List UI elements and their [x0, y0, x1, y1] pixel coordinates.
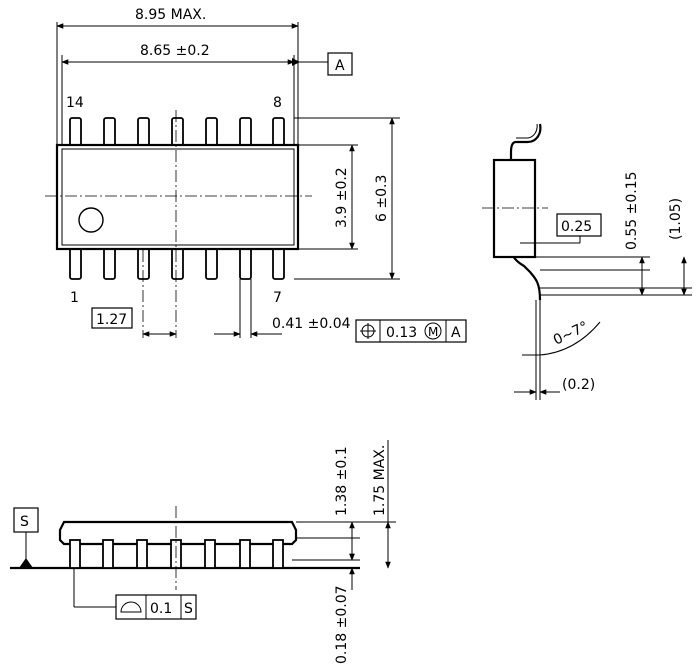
overall-length-label: 8.95 MAX. [135, 7, 206, 23]
body-length-label: 8.65 ±0.2 [140, 43, 210, 59]
position-tolerance-frame: 0.13 M A [355, 319, 467, 343]
max-material-condition-icon [424, 322, 442, 340]
max-height-label: 1.75 MAX. [372, 445, 388, 516]
body-width-label: 3.9 ±0.2 [334, 167, 350, 228]
flatness-tolerance-frame: 0.1 S [115, 594, 197, 620]
angle-label: 0~7° [551, 319, 591, 349]
lead-thickness-label: 0.25 [561, 219, 592, 235]
pin-1-label: 1 [70, 290, 79, 306]
pitch-label: 1.27 [96, 312, 127, 328]
flatness-tolerance-value: 0.1 [150, 601, 172, 617]
pitch-box [91, 307, 133, 329]
profile-of-surface-icon [120, 601, 142, 613]
standoff-ref-label: (0.2) [562, 377, 595, 393]
datum-s-label: S [20, 514, 29, 530]
foot-length-label: (1.05) [668, 198, 684, 240]
lead-thickness-box [556, 213, 602, 237]
datum-a-label: A [335, 58, 345, 74]
position-tolerance-value: 0.13 [386, 325, 417, 341]
tolerance-datum-label: A [451, 325, 461, 341]
package-body-top [55, 143, 300, 251]
package-body-front [58, 520, 298, 546]
pin-14-label: 14 [66, 95, 84, 111]
bottom-leads [69, 244, 285, 280]
pin-8-label: 8 [273, 95, 282, 111]
pin-1-indicator [78, 207, 104, 233]
material-condition-label: M [428, 325, 438, 339]
top-view: 8.95 MAX. 8.65 ±0.2 A 14 8 1 7 [45, 7, 467, 343]
package-body-side [492, 158, 537, 259]
pin-7-label: 7 [273, 290, 282, 306]
datum-a-box [327, 52, 353, 76]
body-height-label: 1.38 ±0.1 [334, 446, 350, 516]
flatness-datum-label: S [184, 601, 193, 617]
front-view: S 1.38 ±0.1 1.75 MAX. 0 [10, 440, 396, 664]
total-width-label: 6 ±0.3 [374, 175, 390, 222]
standoff-label: 0.18 ±0.07 [334, 585, 350, 664]
side-view: 0.25 0.55 ±0.15 (1.05) 0~7° (0.2) [482, 123, 692, 400]
lead-width-label: 0.41 ±0.04 [272, 316, 351, 332]
lead-length-label: 0.55 ±0.15 [624, 171, 640, 250]
